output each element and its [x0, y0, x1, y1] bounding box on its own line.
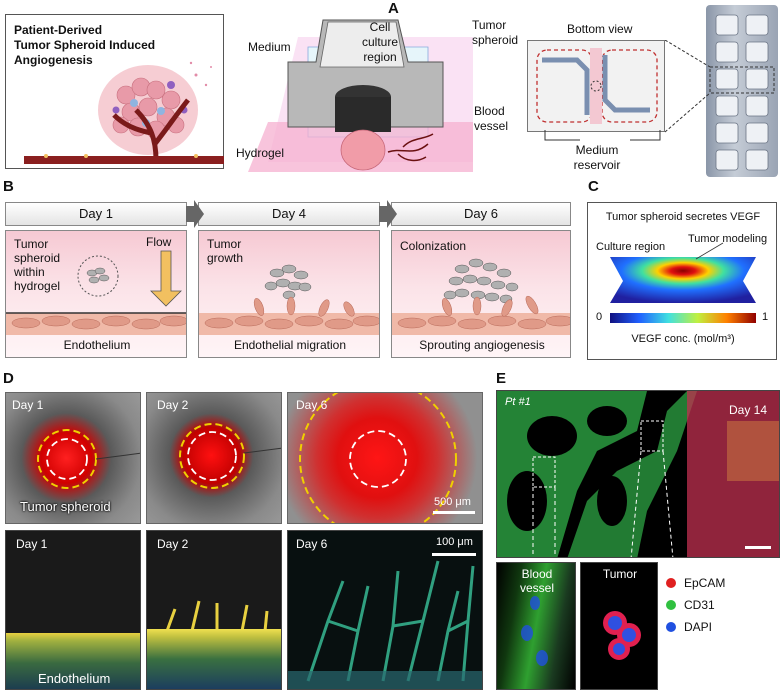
vegf-model-panel: Tumor spheroid secretes VEGF Culture reg… — [587, 202, 777, 360]
timeline-arrows — [186, 200, 397, 228]
micro-top-day6: Day 6 500 μm — [287, 392, 483, 524]
inset-blood-vessel: Blood vessel — [496, 562, 576, 690]
dapi-dot-icon — [666, 622, 676, 632]
day1-drawing — [6, 250, 186, 335]
device-photo-wells — [709, 14, 775, 171]
inset-tumor-label: Tumor — [602, 567, 638, 581]
micro-top-day2: Day 2 — [146, 392, 282, 524]
endothelium-d-label: Endothelium — [38, 671, 111, 686]
endothelial-migration-label: Endothelial migration — [233, 338, 347, 352]
day6-bottom-sprouts — [288, 553, 482, 689]
micro-bottom-day1: Day 1 Endothelium — [5, 530, 141, 690]
day6-top-label: Day 6 — [296, 398, 328, 412]
inset-tumor-cells — [603, 611, 641, 660]
panel-label-c: C — [588, 178, 599, 195]
micro-top-day1: Day 1 Tumor spheroid — [5, 392, 141, 524]
panel-label-d: D — [3, 370, 14, 387]
zoom-lines — [665, 40, 710, 133]
sprouting-label: Sprouting angiogenesis — [419, 338, 545, 352]
bottom-view-drawing — [536, 48, 658, 124]
day6-top-rings — [299, 393, 475, 523]
tumor-spheroid-d-label: Tumor spheroid — [20, 499, 111, 514]
scale-500um-label: 500 μm — [434, 496, 471, 508]
stain-legend: EpCAM CD31 DAPI — [666, 572, 725, 638]
endothelium-layer-1 — [6, 633, 140, 689]
tumor-spheroid-label: Tumor spheroid — [472, 18, 519, 47]
day2-bottom-sprouts — [165, 600, 269, 632]
day6-schematic: Colonization Sprouting angiogenesis — [391, 230, 571, 358]
day2-top-label: Day 2 — [157, 398, 189, 412]
panel-label-e: E — [496, 370, 507, 387]
reservoir-brackets — [544, 130, 661, 141]
inset-vessel-label: Blood vessel — [519, 567, 554, 595]
day4-schematic: Tumor growth Endothelial migration — [198, 230, 380, 358]
endothelium-layer-2 — [147, 629, 281, 689]
illustration-title: Patient-Derived Tumor Spheroid Induced A… — [14, 23, 156, 67]
colorbar-max: 1 — [762, 311, 769, 323]
legend-epcam: EpCAM — [666, 572, 725, 594]
tumor-modeling-label: Tumor modeling — [688, 233, 768, 245]
vegf-conc-label: VEGF conc. (mol/m³) — [631, 333, 735, 345]
vessel-network — [497, 391, 779, 557]
micro-bottom-day2: Day 2 — [146, 530, 282, 690]
endothelium-label: Endothelium — [63, 338, 131, 352]
patient-label: Pt #1 — [505, 396, 531, 408]
day2-top-rings — [179, 423, 281, 489]
day-bar-1: Day 1 — [5, 202, 187, 226]
vegf-heatmap — [610, 242, 756, 323]
colorbar-min: 0 — [596, 311, 603, 323]
bottom-view-label: Bottom view — [567, 22, 633, 36]
culture-region-label: Culture region — [596, 241, 666, 253]
medium-label: Medium — [248, 40, 291, 54]
cd31-dot-icon — [666, 600, 676, 610]
day1-schematic: Tumor spheroid within hydrogel Flow Endo… — [5, 230, 187, 358]
angiogenesis-illustration: Patient-Derived Tumor Spheroid Induced A… — [5, 14, 224, 169]
day6-drawing — [392, 258, 570, 335]
tumor-growth-label: Tumor growth — [207, 237, 244, 265]
micro-bottom-day6: Day 6 100 μm — [287, 530, 483, 690]
legend-cd31: CD31 — [666, 594, 725, 616]
vegf-title: Tumor spheroid secretes VEGF — [605, 211, 761, 223]
tumor-spheroid-hydrogel-label: Tumor spheroid within hydrogel — [14, 237, 61, 293]
day1-top-label: Day 1 — [12, 398, 44, 412]
device-cross-section — [248, 19, 473, 172]
inset-vessel-nuclei — [521, 596, 548, 666]
medium-reservoir-label: Medium reservoir — [573, 143, 621, 172]
flow-label: Flow — [146, 235, 172, 249]
hydrogel-label: Hydrogel — [236, 146, 285, 160]
day14-label: Day 14 — [729, 403, 768, 417]
day6-bottom-label: Day 6 — [296, 537, 328, 551]
blood-vessel-label: Blood vessel — [474, 104, 509, 133]
micro-e-main: Pt #1 Day 14 — [496, 390, 780, 558]
day-bar-2: Day 4 — [198, 202, 380, 226]
inset-tumor: Tumor — [580, 562, 658, 690]
tumor-vessel-drawing — [24, 61, 224, 164]
cell-culture-region-label: Cell culture region — [361, 20, 399, 64]
day2-bottom-label: Day 2 — [157, 537, 189, 551]
panel-label-b: B — [3, 178, 14, 195]
scale-100um-label: 100 μm — [436, 536, 473, 548]
epcam-dot-icon — [666, 578, 676, 588]
day1-top-rings — [37, 429, 140, 489]
day1-bottom-label: Day 1 — [16, 537, 48, 551]
day4-drawing — [199, 264, 379, 335]
legend-dapi: DAPI — [666, 616, 725, 638]
colonization-label: Colonization — [400, 239, 467, 253]
panel-label-a: A — [388, 0, 399, 17]
day-bar-3: Day 6 — [391, 202, 571, 226]
